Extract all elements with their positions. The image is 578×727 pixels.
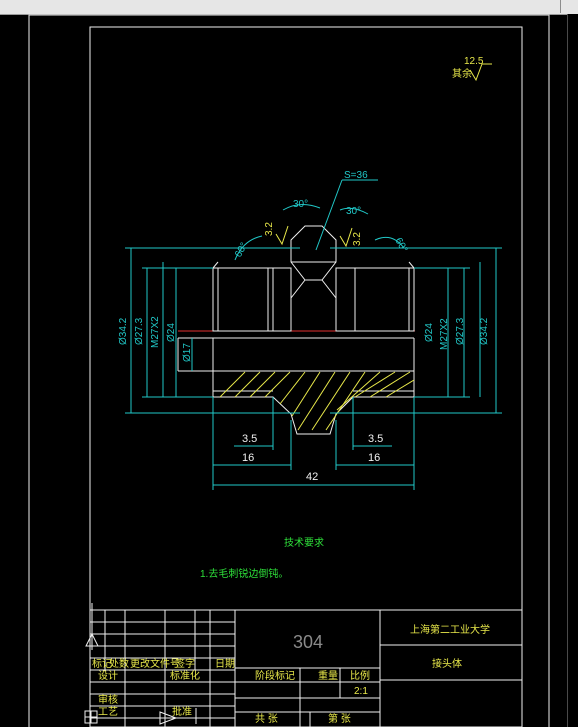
tb-header-1: 标记 [92,658,112,670]
tb-approve: 批准 [172,705,192,718]
dims-bottom-lines [212,397,415,490]
outer-frame [28,14,550,727]
dim-left-4: Ø24 [166,323,177,342]
dim-right-4: Ø34.2 [479,317,490,345]
school-name: 上海第二工业大学 [410,623,490,636]
angle-30-left: 30° [293,199,308,210]
cursor-arrow-icon [159,708,202,725]
tb-stage-mark: 阶段标记 [255,669,295,682]
dim-bottom-left-small: 3.5 [242,433,257,445]
dim-left-3: M27X2 [150,316,161,348]
vertical-scrollbar[interactable] [567,14,578,727]
dim-bottom-left-len: 16 [242,452,254,464]
dims-right-lines [330,247,502,414]
svg-text:3.2: 3.2 [264,222,275,236]
tb-row-review: 审核 [98,693,118,706]
dim-right-1: Ø24 [424,323,435,342]
angle-arc-right [339,207,369,215]
tb-header-3: 更改文件号 [130,657,180,670]
tb-sheets: 共 张 [255,713,278,725]
roughness-value: 12.5 [464,56,484,67]
part-upper-outline [212,225,415,332]
chamfer-angle-right: 60° [392,236,409,255]
chamfer-arc-left [234,235,263,261]
part-lower-section [177,337,415,435]
tb-ratio: 比例 [350,669,370,682]
material-label: 304 [293,632,323,652]
tb-row-design: 设计 [98,669,118,682]
surface-symbol-left: 3.2 [264,222,289,246]
dim-left-1: Ø34.2 [118,317,129,345]
dim-bottom-right-len: 16 [368,452,380,464]
tb-row-process: 工艺 [98,706,118,718]
dim-left-2: Ø27.3 [134,317,145,345]
dims-left-lines [125,247,300,414]
hex-size-label: S=36 [344,170,368,181]
scale-value: 2:1 [354,686,368,697]
tb-sheet: 第 张 [328,712,351,725]
roughness-symbol: 12.5 其余 [452,56,492,82]
angle-arc-left [282,204,321,211]
part-name: 接头体 [432,657,462,670]
dim-right-3: Ø27.3 [455,317,466,345]
tb-header-2: 处数 [109,657,129,670]
notes-title: 技术要求 [284,536,324,549]
title-block [89,609,523,727]
tb-header-4: 签字 [175,657,195,670]
chamfer-arc-right [374,236,405,249]
tb-header-5: 日期 [215,658,235,670]
dim-bottom-right-small: 3.5 [368,433,383,445]
dim-right-2: M27X2 [439,318,450,350]
inner-frame [89,26,523,727]
notes-item-1: 1.去毛刺锐边倒钝。 [200,567,288,580]
ucs-icon [84,603,99,724]
angle-30-right: 30° [346,206,361,217]
chamfer-angle-left: 60° [233,241,250,260]
surface-symbol-right: 3.2 [339,227,363,248]
roughness-label: 其余 [452,67,472,80]
tb-standardize: 标准化 [170,669,200,682]
dim-bottom-total: 42 [306,471,318,483]
tb-weight: 重量 [318,669,338,682]
svg-text:3.2: 3.2 [352,232,363,246]
hex-size-leader [315,179,378,251]
dim-left-5: Ø17 [182,343,193,362]
